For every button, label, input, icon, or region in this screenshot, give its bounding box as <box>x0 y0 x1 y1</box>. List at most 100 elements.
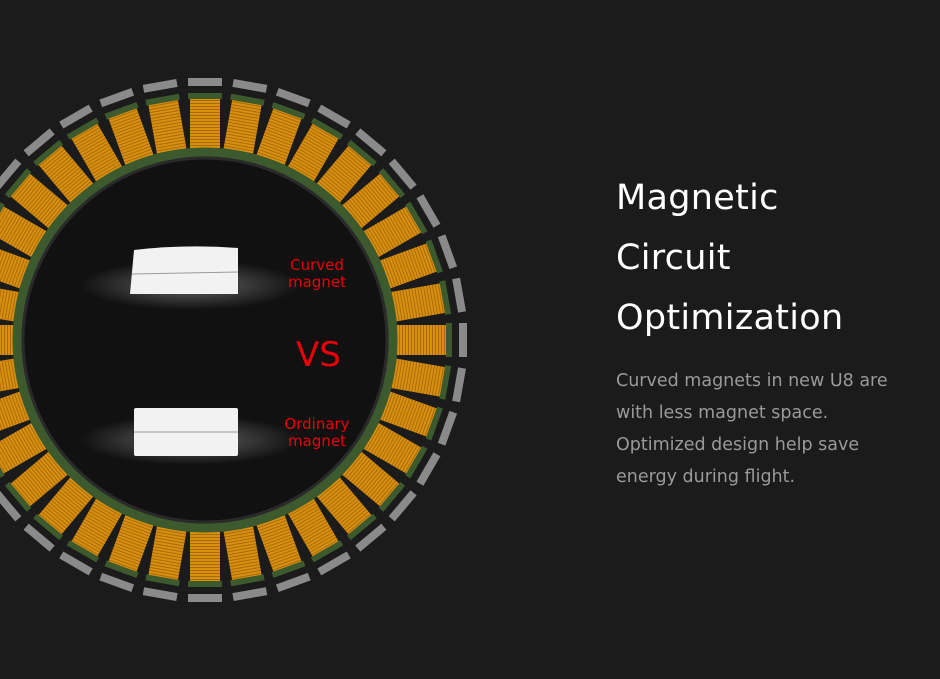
curved-magnet <box>130 246 238 294</box>
stator-coil <box>380 391 458 446</box>
shell-segment <box>0 490 22 522</box>
shell-segment <box>275 572 311 593</box>
stator-coil <box>0 283 19 322</box>
shell-segment <box>459 323 467 357</box>
coil-winding <box>391 283 446 322</box>
coil-winding <box>256 107 302 165</box>
coil-cap <box>188 93 222 99</box>
shell-segment <box>99 572 135 593</box>
shell-segment <box>355 523 387 552</box>
coil-cap <box>33 513 64 541</box>
coil-cap <box>405 201 428 235</box>
stator-coil <box>288 498 351 576</box>
page-title: Magnetic Circuit Optimization <box>616 168 844 348</box>
shell-segment <box>452 277 466 313</box>
stator-coil <box>99 87 154 165</box>
coil-winding <box>363 423 423 474</box>
shell-segment <box>188 594 222 602</box>
coil-winding <box>391 358 446 397</box>
stator-coil <box>391 358 466 403</box>
coil-winding <box>71 122 122 182</box>
coil-winding <box>256 515 302 573</box>
coil-winding <box>380 391 438 437</box>
coil-winding <box>37 477 94 536</box>
coil-winding <box>108 107 154 165</box>
coil-winding <box>380 243 438 289</box>
stator-coil <box>0 243 30 289</box>
stator-coil <box>188 78 222 148</box>
ordinary-magnet-label: Ordinary magnet <box>284 415 350 450</box>
description-line: Optimized design help save <box>616 435 860 455</box>
coil-winding <box>190 98 220 148</box>
coil-cap <box>405 445 428 479</box>
shell-segment <box>437 234 458 270</box>
title-line: Optimization <box>616 298 844 338</box>
description-line: Curved magnets in new U8 are <box>616 371 888 391</box>
coil-winding <box>0 206 47 257</box>
stator-coil <box>363 194 441 257</box>
shell-segment <box>188 78 222 86</box>
stator-coil <box>256 515 311 593</box>
stator-coil <box>0 358 19 397</box>
coil-cap <box>378 168 406 199</box>
coil-cap <box>188 581 222 587</box>
coil-winding <box>288 498 339 558</box>
stator-coil <box>391 277 466 322</box>
coil-cap <box>446 323 452 357</box>
stator-coil <box>256 87 311 165</box>
coil-cap <box>271 102 306 120</box>
stator-coil <box>223 526 268 601</box>
shell-segment <box>23 128 55 157</box>
stator-coil <box>99 515 154 593</box>
coil-cap <box>33 139 64 167</box>
coil-winding <box>9 172 68 229</box>
coil-winding <box>363 206 423 257</box>
coil-winding <box>342 451 401 508</box>
coil-cap <box>310 540 344 563</box>
stator-coil <box>288 104 351 182</box>
stator-coil <box>142 79 187 154</box>
curved-magnet-label: Curved magnet <box>288 256 346 291</box>
stator-coil <box>23 477 94 552</box>
shell-segment <box>59 104 93 129</box>
coil-cap <box>230 93 265 106</box>
shell-segment <box>59 551 93 576</box>
coil-winding <box>148 526 187 581</box>
shell-segment <box>416 194 441 228</box>
shell-segment <box>388 490 417 522</box>
shell-segment <box>0 158 22 190</box>
stator-coil <box>342 451 417 522</box>
coil-cap <box>66 540 100 563</box>
shell-segment <box>416 452 441 486</box>
vs-label: VS <box>296 335 341 375</box>
description-line: energy during flight. <box>616 467 796 487</box>
shell-segment <box>317 551 351 576</box>
coil-cap <box>66 117 100 140</box>
coil-cap <box>230 574 265 587</box>
title-line: Circuit <box>616 238 731 278</box>
coil-cap <box>145 574 180 587</box>
shell-segment <box>232 79 268 93</box>
stator-coil <box>59 104 122 182</box>
coil-winding <box>223 526 262 581</box>
coil-winding <box>108 515 154 573</box>
stator-coil <box>23 128 94 203</box>
coil-winding <box>342 172 401 229</box>
coil-winding <box>0 358 19 397</box>
coil-ring <box>0 78 467 602</box>
shell-segment <box>23 523 55 552</box>
coil-winding <box>316 144 373 203</box>
coil-winding <box>288 122 339 182</box>
shell-segment <box>452 367 466 403</box>
shell-segment <box>142 79 178 93</box>
coil-winding <box>0 423 47 474</box>
stator-coil <box>142 526 187 601</box>
stator-coil <box>0 391 30 437</box>
stator-coil <box>0 423 47 479</box>
coil-cap <box>4 481 32 512</box>
coil-cap <box>378 481 406 512</box>
coil-cap <box>439 280 452 315</box>
stator-coil <box>0 325 13 355</box>
coil-cap <box>104 102 139 120</box>
stator-coil <box>188 532 222 602</box>
